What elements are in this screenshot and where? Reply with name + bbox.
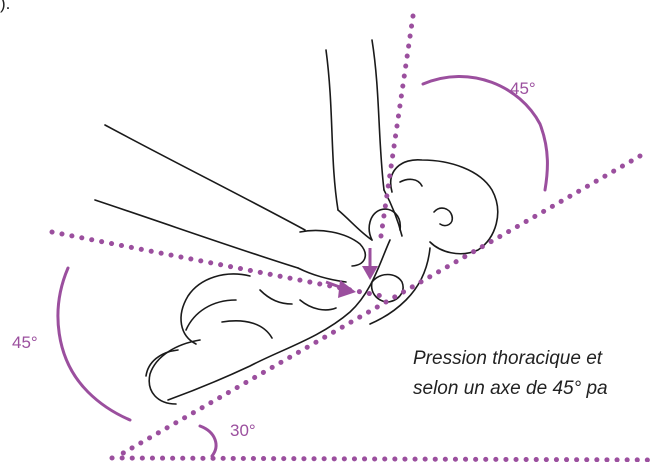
arc-30-bottom	[200, 426, 216, 456]
axis-diagonal-dotted	[118, 156, 640, 456]
axis-horizontal-dotted	[112, 458, 656, 460]
thrust-arrow	[326, 248, 378, 298]
angle-label-bottom: 30°	[230, 421, 256, 440]
caption-line-1: Pression thoracique et	[413, 344, 658, 374]
arc-45-left	[58, 268, 130, 420]
angle-label-left: 45°	[12, 333, 38, 352]
angle-label-top: 45°	[510, 79, 536, 98]
axis-vertical-dotted	[381, 16, 413, 236]
caption: Pression thoracique et selon un axe de 4…	[413, 344, 658, 404]
caption-line-2: selon un axe de 45° pa	[413, 374, 658, 404]
